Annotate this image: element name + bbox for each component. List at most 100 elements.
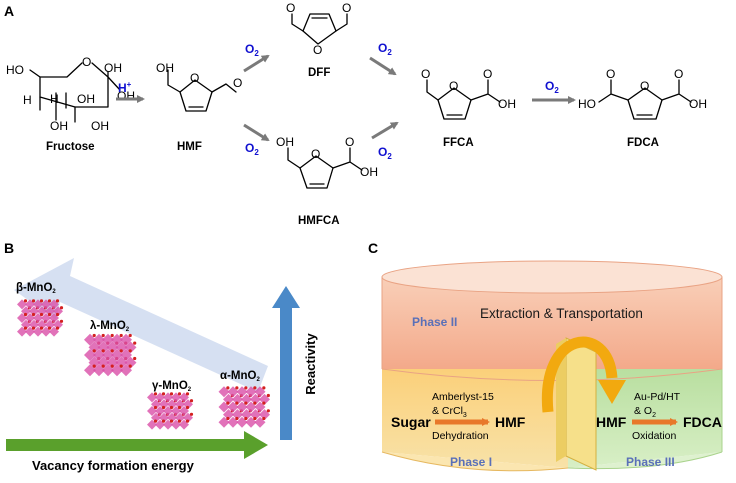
crystal-octahedron xyxy=(93,364,105,377)
ffca-oh: OH xyxy=(498,97,516,111)
oxygen-atom xyxy=(101,364,105,368)
ffca-structure: O O O OH xyxy=(421,67,516,120)
oxygen-atom xyxy=(39,299,44,303)
phase-i-label: Phase I xyxy=(450,455,492,469)
crystal-octahedron xyxy=(111,349,123,361)
fdca-o-right: O xyxy=(674,67,683,81)
ffca-ring-o: O xyxy=(449,79,458,93)
oxygen-atom xyxy=(235,386,239,390)
oxygen-atom xyxy=(226,416,230,421)
fdca-label: FDCA xyxy=(683,414,722,430)
fructose-oh-4: OH xyxy=(50,119,68,133)
oxygen-atom xyxy=(169,419,174,423)
label-lambda-mno2: λ-MnO2 xyxy=(90,320,130,333)
label-gamma-mno2: γ-MnO2 xyxy=(152,380,192,393)
extraction-label: Extraction & Transportation xyxy=(480,306,643,321)
hmf-o: O xyxy=(233,76,242,90)
crystal-octahedron xyxy=(102,364,114,377)
fructose-h-1: H xyxy=(23,93,32,107)
catalyst2-line2: & O2 xyxy=(634,405,656,419)
oxidation-label: Oxidation xyxy=(632,430,677,442)
label-hmf: HMF xyxy=(177,141,202,153)
label-fructose: Fructose xyxy=(46,141,95,153)
fructose-ring-o: O xyxy=(82,55,91,69)
fructose-ho-1: HO xyxy=(6,63,24,77)
crystal-octahedron xyxy=(84,364,96,377)
oxygen-atom xyxy=(153,405,158,410)
crystal-octahedron xyxy=(93,333,105,346)
arrow-hmf-dff xyxy=(243,54,270,73)
label-fdca: FDCA xyxy=(627,137,659,149)
o2-hmf-dff: O2 xyxy=(245,42,259,58)
fdca-oh: OH xyxy=(689,97,707,111)
oxygen-atom xyxy=(244,401,248,405)
oxygen-atom xyxy=(177,405,182,410)
transport-arrow-head xyxy=(598,380,626,404)
oxygen-atom xyxy=(185,392,190,396)
x-axis-label: Vacancy formation energy xyxy=(32,458,195,473)
oxygen-atom xyxy=(161,405,166,410)
oxygen-atom xyxy=(119,333,123,338)
crystal-octahedron xyxy=(124,341,137,354)
crystal-beta xyxy=(17,299,64,337)
hmf-ring-o: O xyxy=(190,71,199,85)
label-hmfca: HMFCA xyxy=(298,215,340,227)
oxygen-atom xyxy=(244,416,248,421)
phase-ii-label: Phase II xyxy=(412,315,457,329)
oxygen-atom xyxy=(47,299,52,303)
oxygen-atom xyxy=(177,419,182,423)
oxygen-atom xyxy=(47,326,52,330)
catalyst1-line1: Amberlyst-15 xyxy=(432,391,494,403)
oxygen-atom xyxy=(189,412,194,416)
o2-dff-ffca: O2 xyxy=(378,41,392,57)
fructose-oh-5: OH xyxy=(91,119,109,133)
oxygen-atom xyxy=(253,386,257,390)
oxygen-atom xyxy=(110,364,114,368)
phase-ii-layer xyxy=(381,260,723,369)
oxygen-atom xyxy=(31,299,36,303)
hmfca-o: O xyxy=(345,135,354,149)
crystal-octahedron xyxy=(120,364,132,377)
catalyst2-line1: Au-Pd/HT xyxy=(634,391,681,403)
oxygen-atom xyxy=(55,299,60,303)
oxygen-atom xyxy=(92,364,96,368)
oxygen-atom xyxy=(92,349,96,353)
crystal-alpha xyxy=(218,386,270,428)
crystal-octahedron xyxy=(120,333,132,346)
fdca-structure: O O HO O OH xyxy=(578,67,707,120)
dehydration-label: Dehydration xyxy=(432,430,489,442)
panel-label-a: A xyxy=(4,3,14,19)
oxygen-atom xyxy=(226,386,230,390)
oxygen-atom xyxy=(110,333,114,338)
fdca-ring-o: O xyxy=(640,79,649,93)
fdca-ho: HO xyxy=(578,97,596,111)
oxygen-atom xyxy=(235,416,239,421)
oxygen-atom xyxy=(253,416,257,421)
oxygen-atom xyxy=(169,405,174,410)
oxygen-atom xyxy=(128,364,132,368)
label-dff: DFF xyxy=(308,67,330,79)
crystal-octahedron xyxy=(84,349,96,361)
transport-arrow xyxy=(541,336,618,413)
oxygen-atom xyxy=(39,312,44,317)
crystal-octahedron xyxy=(97,356,110,369)
fructose-oh-3: OH xyxy=(77,92,95,106)
oxygen-atom xyxy=(235,401,239,405)
arrow-dff-ffca xyxy=(369,56,397,76)
crystal-octahedron xyxy=(88,356,101,369)
crystal-gamma xyxy=(147,392,194,430)
oxygen-atom xyxy=(128,333,132,338)
hmf-left-label: HMF xyxy=(495,414,526,430)
crystal-octahedron xyxy=(115,356,128,369)
oxygen-atom xyxy=(128,349,132,353)
o2-hmfca-ffca: O2 xyxy=(378,145,392,161)
ffca-o: O xyxy=(421,67,430,81)
oxygen-atom xyxy=(161,419,166,423)
trend-band-arrow xyxy=(14,258,268,392)
phase-iii-label: Phase III xyxy=(626,455,675,469)
fdca-o-left: O xyxy=(606,67,615,81)
hmfca-ring-o: O xyxy=(311,147,320,161)
hmf-right-label: HMF xyxy=(596,414,627,430)
hmf-oh: OH xyxy=(156,61,174,75)
dff-ring-o: O xyxy=(313,43,322,57)
